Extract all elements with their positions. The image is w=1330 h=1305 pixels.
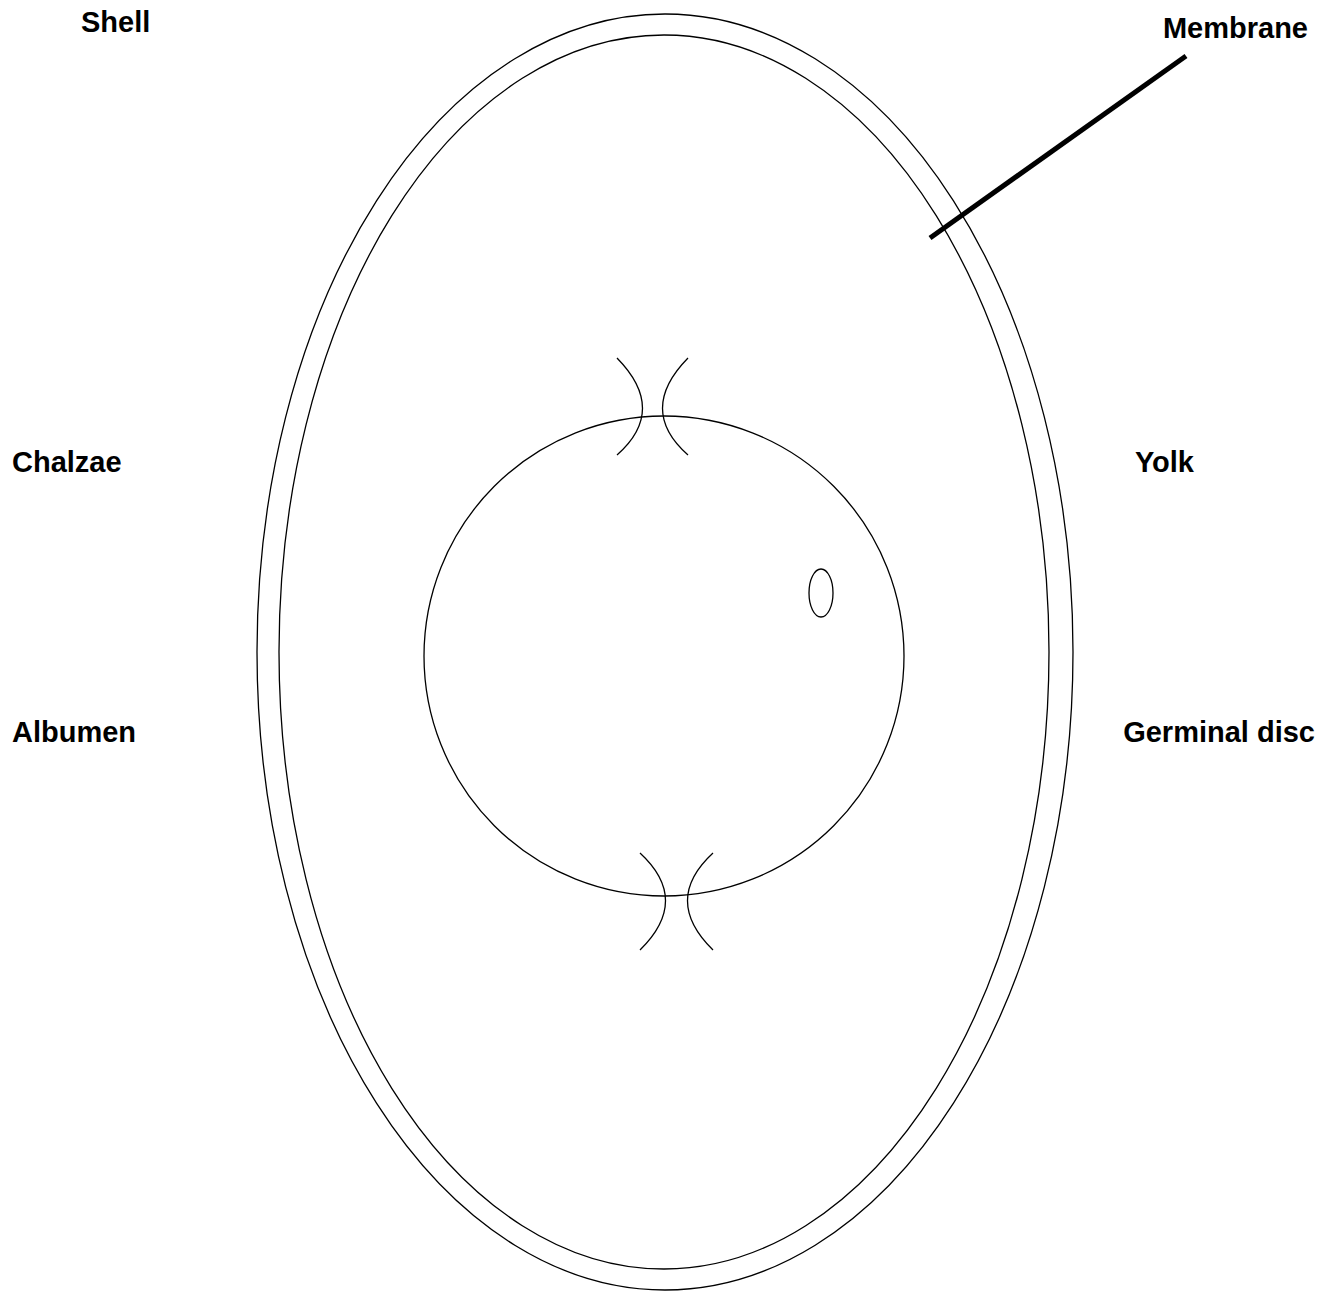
yolk-circle [424,416,904,896]
chalaza-strand [617,358,643,455]
chalaza-strand [663,358,689,455]
chalaza-strand [688,853,714,950]
shell-outline [257,14,1073,1290]
part-label: Membrane [1163,12,1308,45]
part-label: Chalzae [12,446,122,479]
part-label: Shell [81,6,150,39]
part-label: Germinal disc [1123,716,1315,749]
part-label: Albumen [12,716,136,749]
part-label: Yolk [1135,446,1194,479]
leader-line [930,56,1186,238]
chalaza-strand [640,853,666,950]
germinal-disc [809,569,833,617]
membrane-outline [279,35,1049,1269]
